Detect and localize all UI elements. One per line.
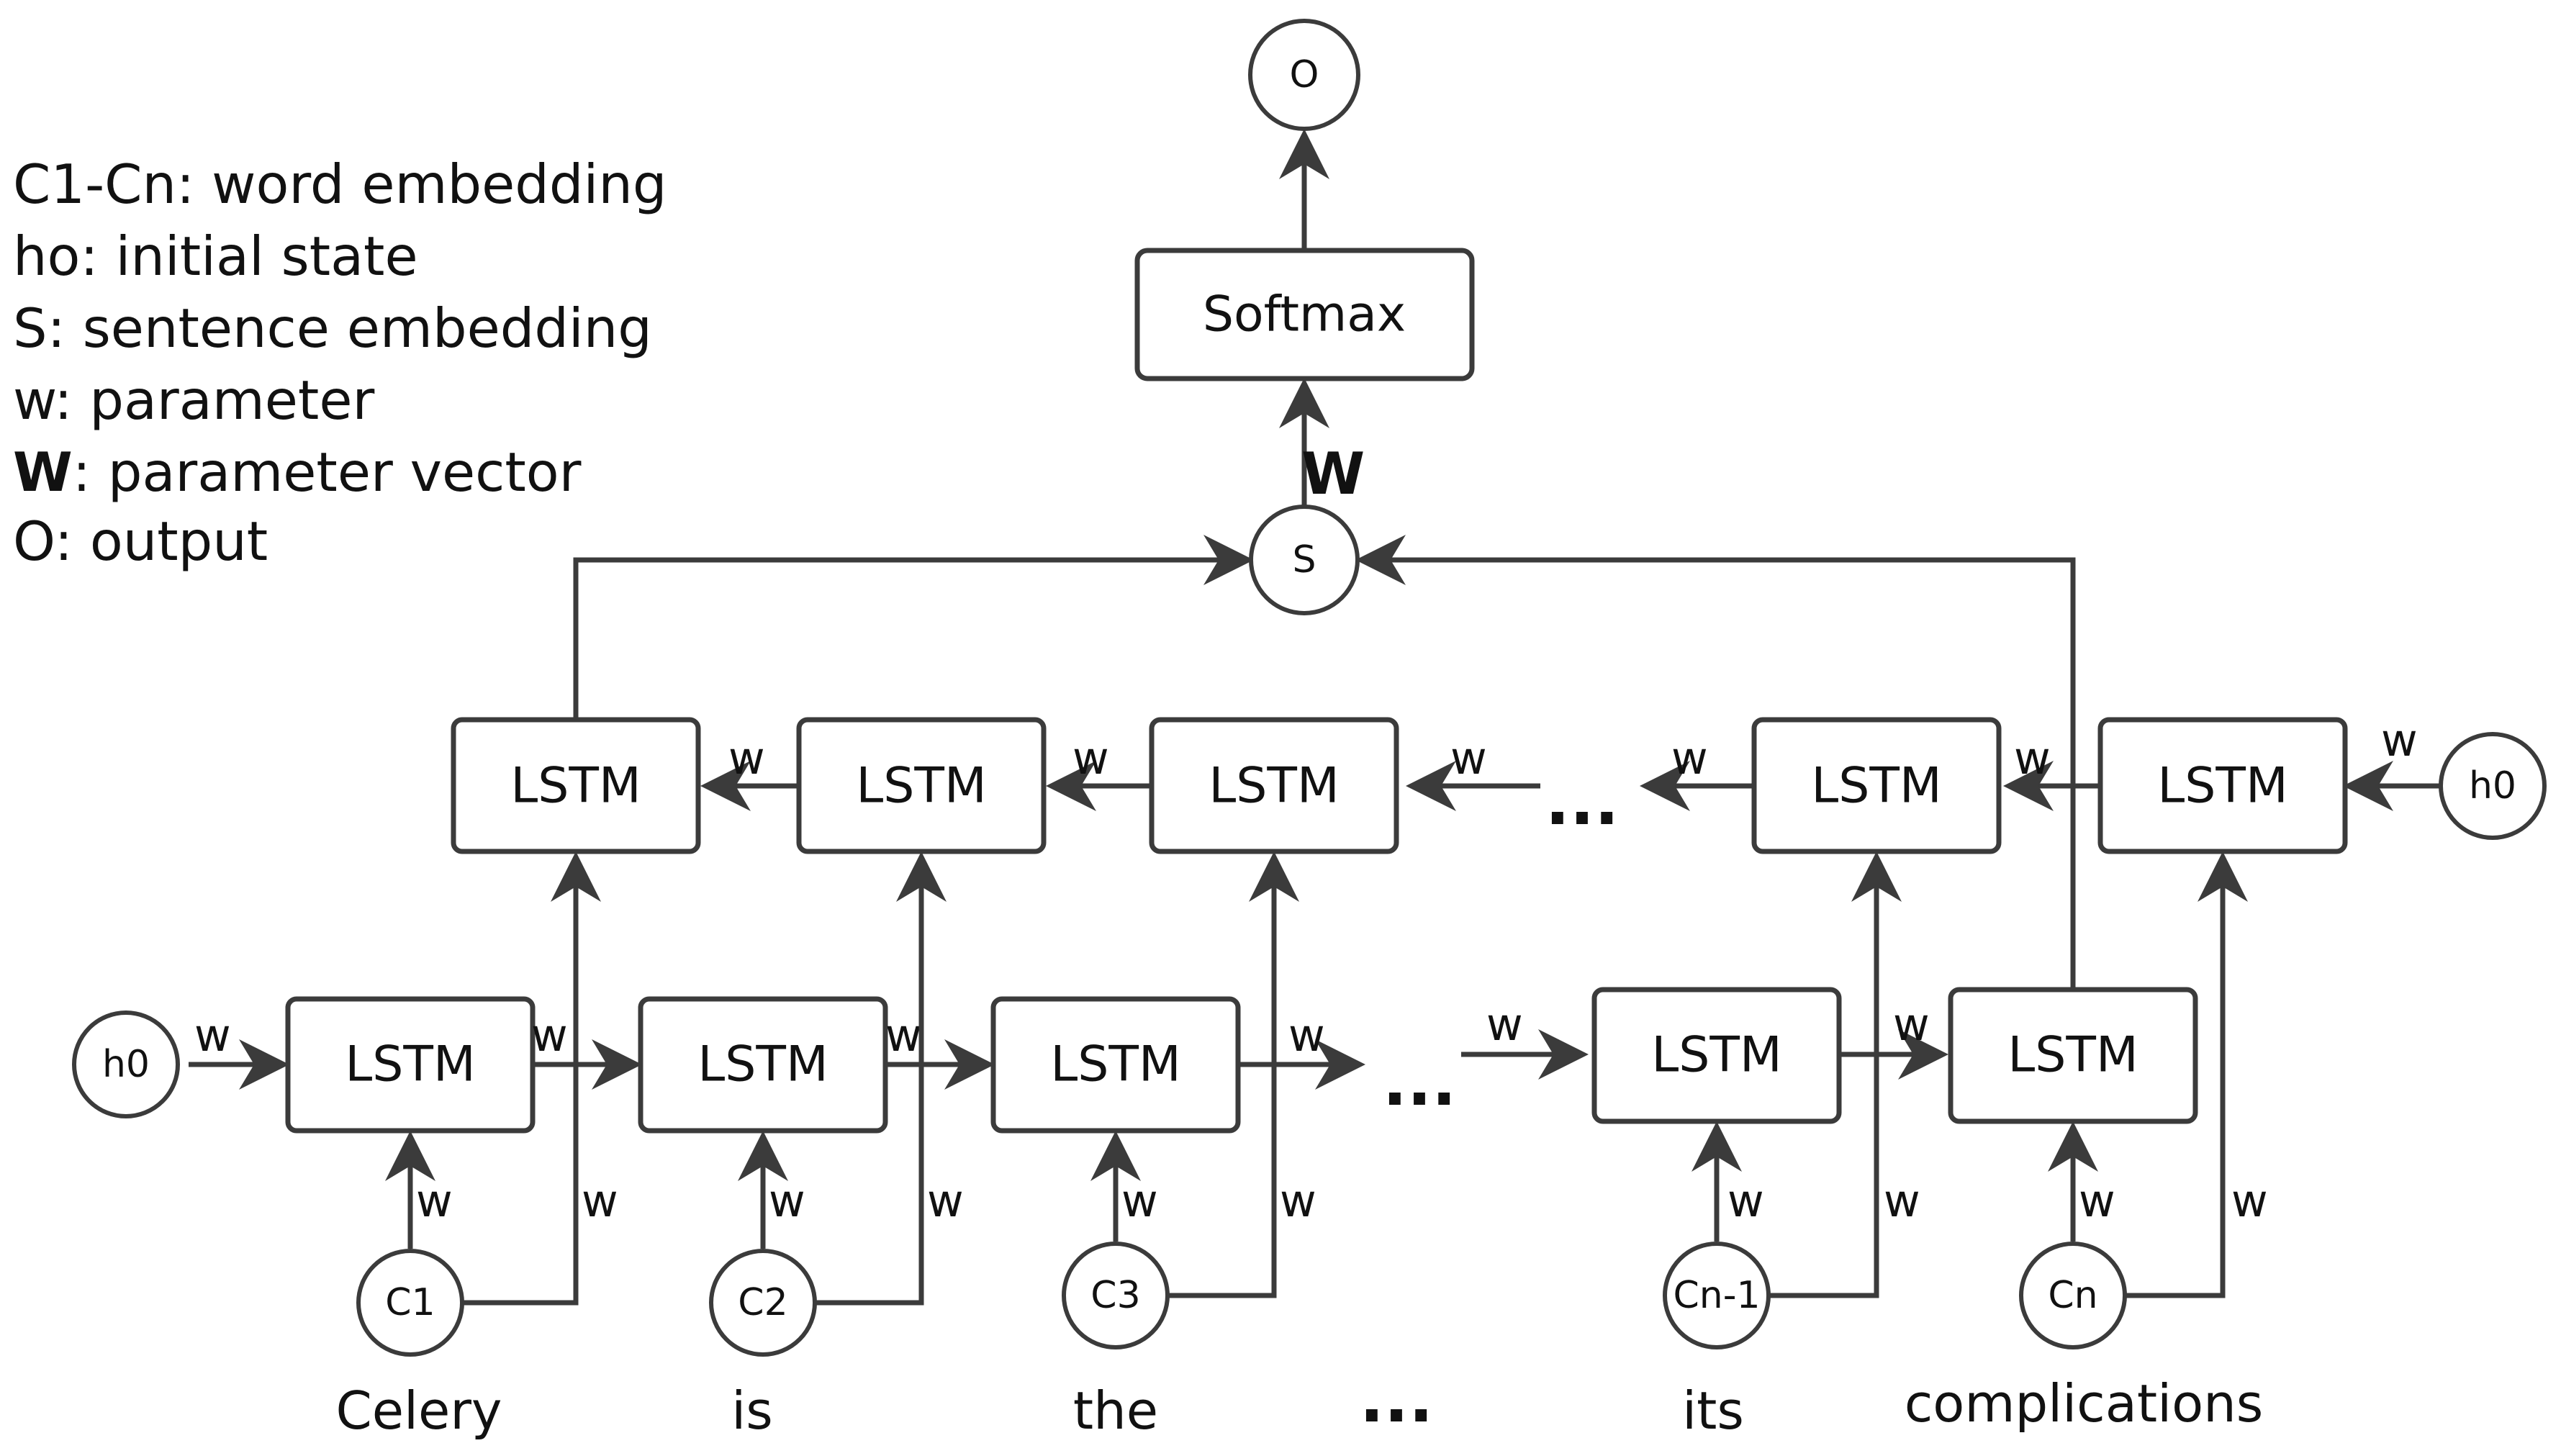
- c1-label: C1: [385, 1281, 435, 1324]
- w-label-f4: w: [1288, 1009, 1325, 1062]
- cn1-label: Cn-1: [1673, 1274, 1760, 1317]
- w-label-f6: w: [1893, 998, 1930, 1051]
- w-label-cn-right: w: [2231, 1175, 2268, 1227]
- cn1-node: [1663, 1242, 1771, 1349]
- input-embeddings: C1 w w C2 w w C3 w w Cn-1 w w Cn w w: [356, 851, 2268, 1357]
- w-label-c2-right: w: [927, 1175, 964, 1227]
- h0-left-label: h0: [102, 1043, 150, 1086]
- sentence-node-group: S: [573, 505, 2076, 992]
- w-label-f1: w: [194, 1009, 231, 1062]
- legend-output: O: output: [13, 510, 268, 573]
- cn-to-backward-arrow: [2125, 851, 2248, 1298]
- w-label-c3-right: w: [1280, 1175, 1316, 1227]
- backward-ellipsis: ...: [1545, 764, 1620, 840]
- legend-initial-state: ho: initial state: [13, 225, 418, 288]
- forward-lstm-row: ... h0 LSTM LSTM LSTM LSTM LSTM w w w w …: [72, 987, 2198, 1134]
- forward-lstm-n-label: LSTM: [2007, 1027, 2138, 1084]
- legend-parameter-vector: W: parameter vector: [13, 440, 582, 504]
- legend: C1-Cn: word embedding ho: initial state …: [13, 153, 667, 573]
- c3-label: C3: [1090, 1274, 1140, 1317]
- backward-to-s-arrow: [573, 535, 1254, 720]
- forward-lstm-3-label: LSTM: [1050, 1036, 1180, 1093]
- w-label-b3: w: [1450, 732, 1487, 784]
- w-label-b4: w: [1671, 732, 1708, 784]
- backward-lstm-n-label: LSTM: [2157, 758, 2287, 815]
- forward-lstm-n1-label: LSTM: [1651, 1027, 1781, 1084]
- backward-lstm-3-label: LSTM: [1209, 758, 1339, 815]
- cn-label: Cn: [2048, 1274, 2097, 1317]
- w-label-cn1-up: w: [1727, 1175, 1764, 1227]
- forward-ellipsis: ...: [1383, 1045, 1457, 1121]
- output-node-label: O: [1290, 53, 1319, 96]
- word-its: its: [1682, 1380, 1744, 1441]
- param-vector-label: W: [1301, 440, 1365, 507]
- w-label-f5: w: [1486, 998, 1523, 1051]
- legend-parameter: w: parameter: [13, 368, 374, 432]
- w-label-cn1-right: w: [1884, 1175, 1920, 1227]
- w-label-c2-up: w: [769, 1175, 805, 1227]
- legend-bold-w: W: [13, 440, 73, 504]
- sentence-node-label: S: [1292, 538, 1316, 582]
- forward-lstm-1-label: LSTM: [345, 1036, 475, 1093]
- w-label-c3-up: w: [1121, 1175, 1158, 1227]
- word-complications: complications: [1905, 1373, 2264, 1434]
- legend-sentence-embedding: S: sentence embedding: [13, 297, 652, 360]
- softmax-label: Softmax: [1203, 286, 1406, 343]
- w-label-c1-right: w: [582, 1175, 618, 1227]
- h0-right-label: h0: [2469, 764, 2516, 808]
- backward-lstm-1-label: LSTM: [510, 758, 641, 815]
- forward-to-s-arrow: [1355, 535, 2076, 992]
- w-label-cn-up: w: [2079, 1175, 2115, 1227]
- c3-to-backward-arrow: [1167, 851, 1299, 1298]
- forward-lstm-2-label: LSTM: [697, 1036, 828, 1093]
- output-stack: W Softmax O: [1134, 19, 1475, 512]
- c2-to-backward-arrow: [815, 851, 947, 1306]
- h0-right-node: [2439, 732, 2547, 840]
- word-is: is: [731, 1380, 773, 1441]
- c2-label: C2: [738, 1281, 787, 1324]
- c2-node: [709, 1249, 817, 1357]
- backward-lstm-row: ... LSTM LSTM LSTM LSTM LSTM h0 w w w w …: [451, 714, 2547, 854]
- legend-word-embedding: C1-Cn: word embedding: [13, 153, 667, 216]
- word-ellipsis: ...: [1360, 1362, 1434, 1437]
- c3-node: [1062, 1242, 1170, 1349]
- c1-node: [356, 1249, 464, 1357]
- w-label-b1: w: [728, 732, 765, 784]
- w-label-b6: w: [2381, 714, 2418, 767]
- c1-to-backward-arrow: [462, 851, 601, 1306]
- sentence-words: Celery is the ... its complications: [335, 1362, 2263, 1441]
- legend-parameter-vector-text: : parameter vector: [73, 440, 582, 504]
- w-label-f2: w: [531, 1009, 568, 1062]
- w-label-c1-up: w: [416, 1175, 453, 1227]
- w-label-f3: w: [885, 1009, 922, 1062]
- w-label-b2: w: [1072, 732, 1109, 784]
- word-celery: Celery: [335, 1380, 502, 1441]
- sentence-node: [1249, 505, 1360, 615]
- output-node: [1248, 19, 1360, 131]
- backward-lstm-2-label: LSTM: [856, 758, 986, 815]
- w-label-b5: w: [2014, 732, 2051, 784]
- cn-node: [2019, 1242, 2127, 1349]
- backward-lstm-n1-label: LSTM: [1811, 758, 1941, 815]
- h0-left-node: [72, 1010, 180, 1118]
- cn1-to-backward-arrow: [1769, 851, 1902, 1298]
- word-the: the: [1073, 1380, 1158, 1441]
